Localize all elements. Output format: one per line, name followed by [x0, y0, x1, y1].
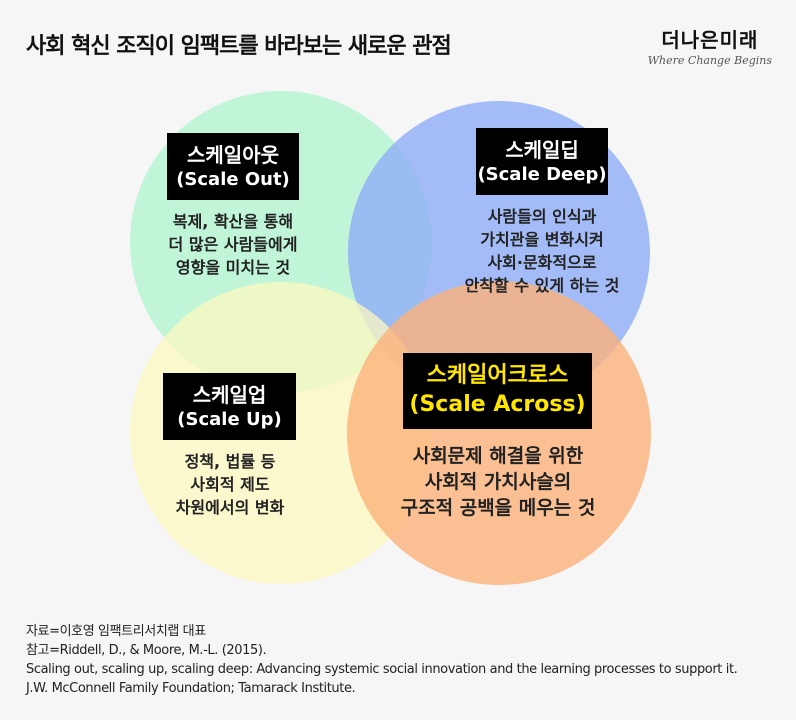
- desc-scale-deep: 사람들의 인식과 가치관을 변화시켜 사회·문화적으로 안착할 수 있게 하는 …: [452, 205, 632, 297]
- label-ko: 스케일업: [192, 382, 267, 407]
- desc-line: 사회적 제도: [190, 475, 270, 494]
- desc-line: 영향을 미치는 것: [175, 258, 291, 277]
- logo-name: 더나은미래: [661, 28, 759, 52]
- page-title: 사회 혁신 조직이 임팩트를 바라보는 새로운 관점: [26, 34, 452, 59]
- logo: 더나은미래 Where Change Begins: [648, 24, 772, 67]
- reference-line: J.W. McConnell Family Foundation; Tamara…: [26, 681, 356, 696]
- label-scale-across: 스케일어크로스 (Scale Across): [403, 353, 592, 429]
- label-scale-deep: 스케일딥 (Scale Deep): [476, 128, 608, 195]
- desc-scale-up: 정책, 법률 등 사회적 제도 차원에서의 변화: [150, 450, 310, 519]
- label-ko: 스케일어크로스: [426, 363, 569, 389]
- desc-scale-across: 사회문제 해결을 위한 사회적 가치사슬의 구조적 공백을 메우는 것: [387, 443, 609, 521]
- desc-line: 가치관을 변화시켜: [480, 230, 604, 249]
- desc-line: 구조적 공백을 메우는 것: [400, 497, 596, 519]
- reference-line: Scaling out, scaling up, scaling deep: A…: [26, 662, 738, 677]
- label-scale-up: 스케일업 (Scale Up): [163, 373, 296, 440]
- desc-line: 사회적 가치사슬의: [424, 471, 572, 493]
- label-ko: 스케일딥: [505, 137, 579, 162]
- desc-line: 사회문제 해결을 위한: [412, 445, 584, 467]
- source-line: 자료=이호영 임팩트리서치랩 대표: [26, 624, 206, 639]
- desc-line: 사람들의 인식과: [487, 207, 597, 226]
- circle-scale-across: [347, 281, 651, 585]
- logo-tagline: Where Change Begins: [647, 54, 772, 67]
- desc-line: 차원에서의 변화: [175, 498, 285, 517]
- desc-scale-out: 복제, 확산을 통해 더 많은 사람들에게 영향을 미치는 것: [153, 210, 313, 279]
- desc-line: 더 많은 사람들에게: [168, 235, 298, 254]
- desc-line: 사회·문화적으로: [487, 253, 597, 272]
- desc-line: 안착할 수 있게 하는 것: [464, 276, 620, 295]
- desc-line: 정책, 법률 등: [184, 452, 276, 471]
- label-ko: 스케일아웃: [187, 142, 279, 167]
- desc-line: 복제, 확산을 통해: [172, 212, 294, 231]
- label-en: (Scale Across): [409, 392, 586, 417]
- label-en: (Scale Out): [176, 168, 290, 190]
- label-scale-out: 스케일아웃 (Scale Out): [167, 133, 299, 200]
- source-notes: 자료=이호영 임팩트리서치랩 대표 참고=Riddell, D., & Moor…: [26, 622, 738, 698]
- label-en: (Scale Up): [177, 408, 282, 430]
- reference-line: 참고=Riddell, D., & Moore, M.-L. (2015).: [26, 643, 267, 658]
- label-en: (Scale Deep): [477, 163, 607, 185]
